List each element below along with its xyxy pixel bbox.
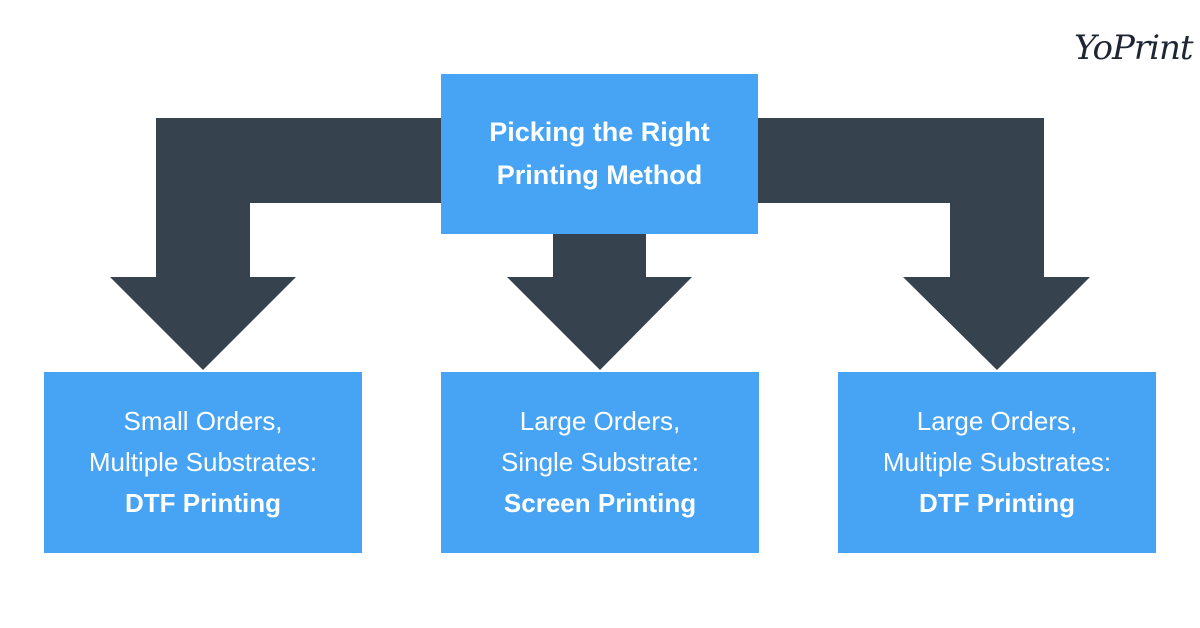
option-line2: Single Substrate: <box>500 447 699 477</box>
option-line2: Multiple Substrates: <box>882 447 1112 477</box>
option-line1: Small Orders, <box>123 406 283 436</box>
center-arrow <box>507 230 692 370</box>
option-line1: Large Orders, <box>916 406 1078 436</box>
option-box-right: Large Orders, Multiple Substrates: DTF P… <box>838 372 1156 553</box>
yoprint-logo: YoPrint <box>1074 28 1194 68</box>
option-line2: Multiple Substrates: <box>88 447 318 477</box>
option-box-left: Small Orders, Multiple Substrates: DTF P… <box>44 372 362 553</box>
central-box: Picking the Right Printing Method <box>441 74 758 234</box>
option-method: Screen Printing <box>503 488 697 518</box>
left-arrow <box>110 118 441 370</box>
right-arrow <box>758 118 1090 370</box>
option-method: DTF Printing <box>919 488 1075 518</box>
option-box-center: Large Orders, Single Substrate: Screen P… <box>441 372 759 553</box>
option-method: DTF Printing <box>125 488 281 518</box>
central-title-line2: Printing Method <box>496 160 703 190</box>
central-title-line1: Picking the Right <box>489 117 710 147</box>
option-line1: Large Orders, <box>519 406 681 436</box>
